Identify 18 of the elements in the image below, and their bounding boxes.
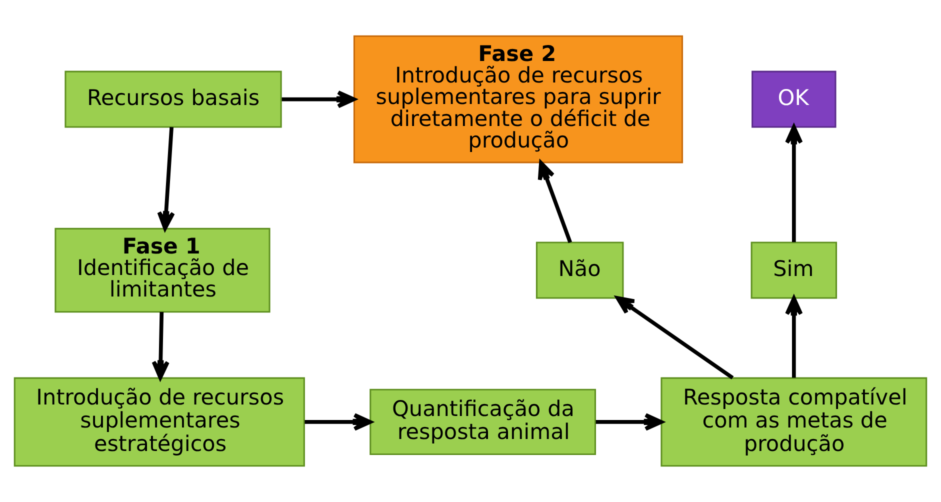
- arrow: [282, 90, 356, 108]
- arrow: [596, 413, 664, 431]
- arrow: [157, 126, 175, 230]
- node-box: Fase 1 Identificação de limitantes: [54, 228, 270, 313]
- node-box: Fase 2 Introdução de recursos suplementares para suprir diretamente o déficit de produção: [353, 35, 684, 164]
- arrow: [785, 125, 803, 242]
- arrow: [152, 312, 170, 380]
- arrow: [304, 413, 372, 431]
- arrow: [616, 296, 734, 380]
- node-box: Resposta compatível com as metas de produção: [660, 377, 928, 467]
- node-box: Não: [536, 242, 624, 299]
- arrow: [785, 296, 803, 378]
- node-box: Sim: [750, 242, 838, 299]
- node-box: Introdução de recursos suplementares estratégicos: [14, 377, 305, 467]
- node-box: OK: [752, 70, 836, 128]
- node-box: Recursos basais: [64, 70, 282, 128]
- node-box: Quantificação da resposta animal: [370, 388, 596, 456]
- arrow: [538, 160, 572, 244]
